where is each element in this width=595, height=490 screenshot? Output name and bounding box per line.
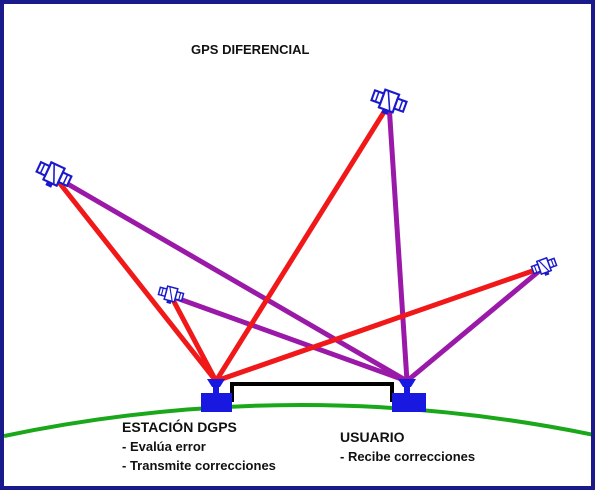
- diagram-title: GPS DIFERENCIAL: [191, 42, 310, 57]
- user-signal-line: [405, 265, 546, 383]
- satellite-icon: [31, 157, 75, 195]
- station-task: - Evalúa error: [122, 439, 206, 454]
- correction-link: [230, 382, 394, 402]
- user-label: USUARIO: [340, 429, 405, 445]
- station-signal-line: [168, 294, 219, 383]
- user-task: - Recibe correcciones: [340, 449, 475, 464]
- dgps-diagram: GPS DIFERENCIAL ESTACIÓN DGPS - Evalúa e…: [4, 42, 591, 473]
- receiver-icon: [392, 379, 426, 412]
- station-label: ESTACIÓN DGPS: [122, 418, 237, 435]
- user-signal-line: [386, 103, 410, 382]
- station-task: - Transmite correcciones: [122, 458, 276, 473]
- receiver-icon: [201, 379, 232, 412]
- satellite-icon: [156, 283, 186, 308]
- user-signal-line: [52, 173, 409, 384]
- user-signal-line: [170, 293, 408, 384]
- ground-arc: [4, 403, 591, 438]
- station-signal-line: [213, 102, 392, 383]
- station-signal-line: [52, 174, 218, 383]
- station-signal-line: [215, 264, 545, 384]
